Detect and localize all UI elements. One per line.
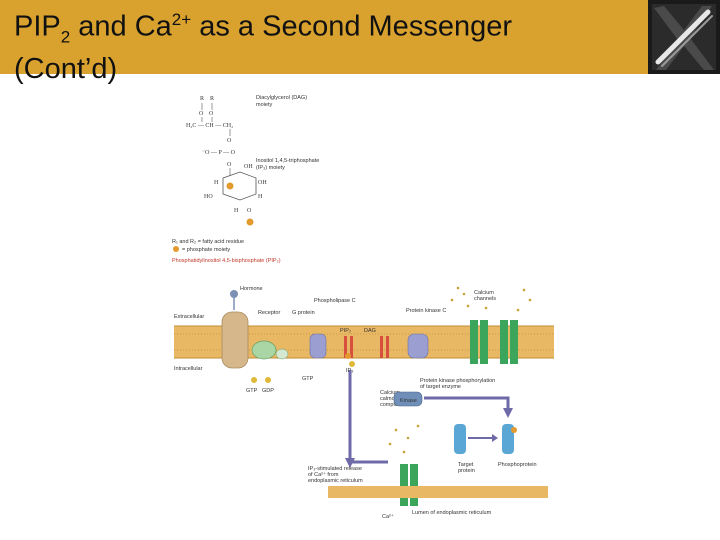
phosphate-key-icon <box>173 246 179 252</box>
protein-kinase-c-icon <box>407 333 429 359</box>
hormone-label: Hormone <box>240 286 263 292</box>
calcium-channels-label: Calcium <box>474 290 494 296</box>
slide-title: PIP2 and Ca2+ as a Second Messenger (Cont… <box>14 3 634 86</box>
dag-moiety-label: Diacylglycerol (DAG) <box>256 95 307 101</box>
ip3-icon <box>349 361 355 367</box>
gdp-label: GDP <box>262 388 274 394</box>
kinase-icon <box>393 391 423 407</box>
target-protein-icon <box>454 424 466 454</box>
target-protein-label: Target <box>458 462 474 468</box>
svg-text:H: H <box>258 194 263 200</box>
pip2-lipids <box>344 336 389 358</box>
title-text-1: PIP <box>14 10 61 43</box>
dag-moiety-label-2: moiety <box>256 102 272 108</box>
svg-text:O: O <box>227 162 232 168</box>
r1-label: R <box>200 96 204 102</box>
inositol-ring <box>222 171 257 201</box>
hormone-icon <box>230 290 238 298</box>
calcium-ions <box>450 286 532 312</box>
pip2-caption: Phosphatidylinositol 4,5-bisphosphate (P… <box>172 258 281 264</box>
svg-text:O: O <box>247 208 252 214</box>
svg-text:OH: OH <box>258 180 267 186</box>
phosphate-icon <box>246 218 254 226</box>
svg-text:OH: OH <box>244 164 253 170</box>
pk-phos-label-2: of target enzyme <box>420 384 461 390</box>
pk-phos-label-1: Protein kinase phosphorylation <box>420 378 495 384</box>
phosphoprotein-label: Phosphoprotein <box>498 462 537 468</box>
phosphoprotein-icon <box>502 424 514 454</box>
title-superscript: 2+ <box>171 10 192 29</box>
svg-text:H₂C — CH — CH₂: H₂C — CH — CH₂ <box>186 123 233 129</box>
ip3-moiety-label: Inositol 1,4,5-triphosphate <box>256 158 319 164</box>
gtp-label: GTP <box>246 388 258 394</box>
er-calcium-channel-icon <box>400 464 408 506</box>
receptor-label: Receptor <box>258 310 280 316</box>
protein-kinase-c-label: Protein kinase C <box>406 308 446 314</box>
svg-text:H: H <box>214 180 219 186</box>
phosphate-icon <box>226 182 234 190</box>
title-bar: PIP2 and Ca2+ as a Second Messenger (Cont… <box>0 0 720 85</box>
ip3-release-label-2: of Ca²⁺ from <box>308 471 339 478</box>
svg-text:O: O <box>199 111 204 117</box>
pkc-arrow <box>424 396 510 412</box>
fatty-acid-key: R₁ and R₂ = fatty acid residue <box>172 239 244 245</box>
target-protein-label-2: protein <box>458 468 475 474</box>
title-subscript: 2 <box>60 27 71 47</box>
g-protein-label: G protein <box>292 310 315 316</box>
r2-label: R <box>210 96 214 102</box>
intracellular-label: Intracellular <box>174 366 203 372</box>
svg-text:O: O <box>209 111 214 117</box>
g-protein-icon <box>251 340 277 360</box>
calcium-channel-icon <box>470 320 518 364</box>
title-text-3: as a Second Messenger <box>191 10 512 43</box>
title-text-2: and Ca <box>70 10 172 43</box>
receptor-icon <box>221 311 249 369</box>
pip2-small-label: PIP₂ <box>340 328 351 334</box>
ip3-moiety-label-2: (IP₃) moiety <box>256 165 285 171</box>
calcium-channels-label-2: channels <box>474 296 496 302</box>
svg-text:HO: HO <box>204 194 213 200</box>
ip3-release-label-3: endoplasmic reticulum <box>308 478 363 484</box>
gtp2-label: GTP <box>302 376 314 382</box>
calmodulin-label-1: Calcium- <box>380 390 402 396</box>
title-line-2: (Cont’d) <box>14 53 118 86</box>
dag-small-label: DAG <box>364 328 376 334</box>
ca-ion-label: Ca²⁺ <box>382 513 394 520</box>
extracellular-label: Extracellular <box>174 314 204 320</box>
er-calcium-ions <box>388 424 420 454</box>
corner-logo-icon <box>648 0 720 74</box>
phospholipase-label: Phospholipase C <box>314 298 356 304</box>
kinase-label: Kinase <box>400 398 417 404</box>
phospholipase-c-icon <box>309 333 327 359</box>
ip3-release-label-1: IP₃-stimulated release <box>308 466 362 472</box>
svg-text:O: O <box>227 138 232 144</box>
svg-text:⁻O — P — O: ⁻O — P — O <box>202 150 236 156</box>
calmodulin-label-3: complex <box>380 402 401 408</box>
calmodulin-label-2: calmodulin <box>380 396 406 402</box>
er-lumen-label: Lumen of endoplasmic reticulum <box>412 510 492 516</box>
svg-text:H: H <box>234 208 239 214</box>
phosphate-key-label: = phosphate moiety <box>182 247 230 253</box>
